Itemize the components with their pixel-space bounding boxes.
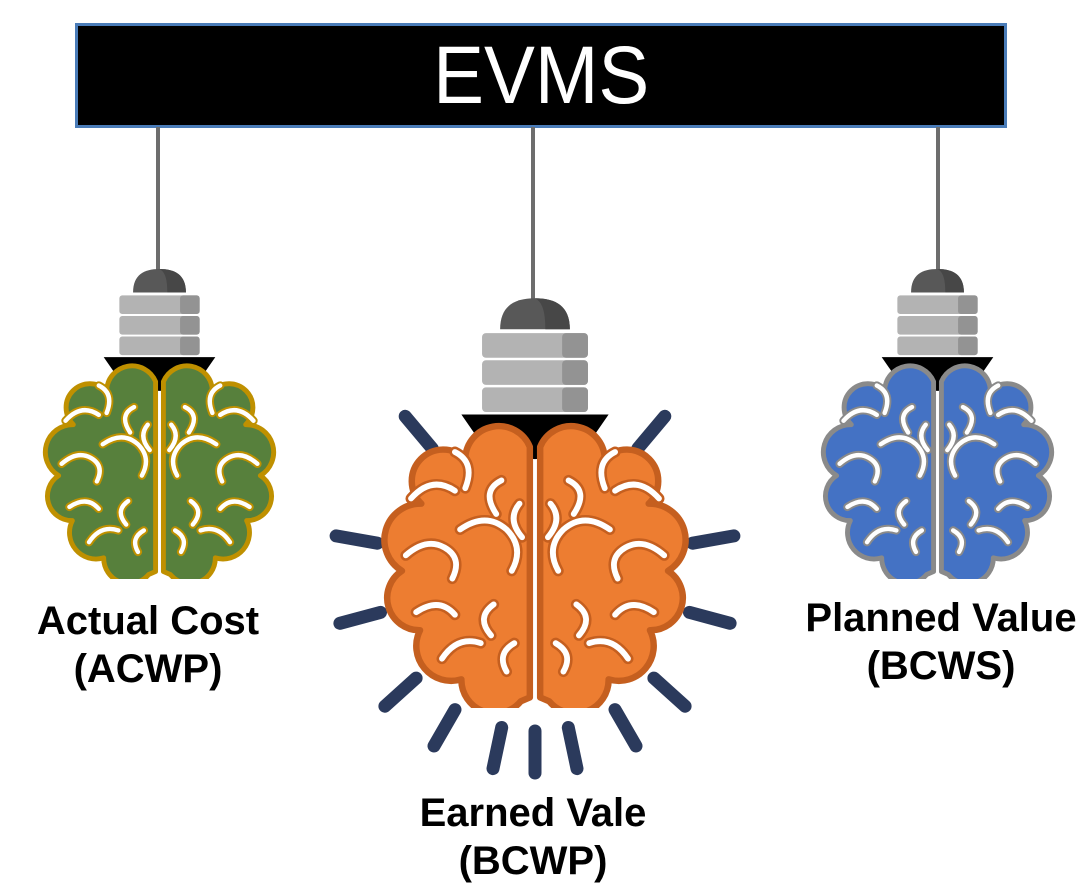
brain-lightbulb-icon bbox=[820, 268, 1055, 579]
planned-value-label: Planned Value (BCWS) bbox=[791, 594, 1087, 690]
earned-value-bulb bbox=[380, 297, 690, 708]
label-line2: (ACWP) bbox=[73, 647, 223, 691]
label-line1: Planned Value bbox=[805, 596, 1077, 640]
title-banner: EVMS bbox=[75, 23, 1007, 128]
actual-cost-bulb bbox=[42, 268, 277, 579]
label-line1: Actual Cost bbox=[36, 599, 260, 643]
hanging-wire-right bbox=[936, 127, 940, 273]
radiating-rays-icon bbox=[329, 409, 741, 780]
label-line2: (BCWS) bbox=[866, 644, 1016, 688]
brain-lightbulb-icon bbox=[42, 268, 277, 579]
brain-orange bbox=[384, 426, 685, 708]
page-title: EVMS bbox=[432, 29, 650, 121]
brain-blue bbox=[823, 366, 1051, 579]
planned-value-bulb bbox=[820, 268, 1055, 579]
brain-green bbox=[45, 366, 273, 579]
hanging-wire-left bbox=[156, 127, 160, 273]
label-line2: (BCWP) bbox=[458, 839, 608, 883]
brain-lightbulb-icon bbox=[380, 298, 690, 708]
label-line1: Earned Vale bbox=[419, 791, 647, 835]
hanging-wire-center bbox=[531, 127, 535, 303]
actual-cost-label: Actual Cost (ACWP) bbox=[0, 597, 296, 693]
earned-value-label: Earned Vale (BCWP) bbox=[383, 789, 683, 885]
